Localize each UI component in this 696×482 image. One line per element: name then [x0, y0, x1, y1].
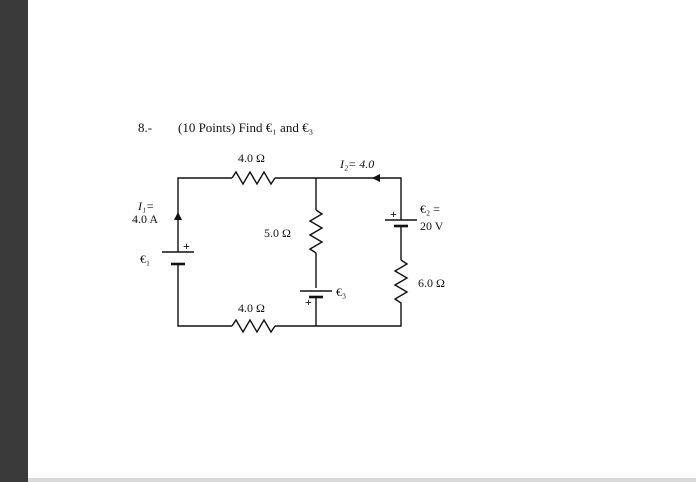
page-bottom-edge — [28, 478, 696, 482]
label-resistor-bottom: 4.0 Ω — [238, 301, 265, 315]
resistor-right — [393, 259, 409, 306]
plus-sign-e1: + — [183, 239, 190, 253]
resistor-top — [231, 170, 276, 186]
bottom-wire — [275, 306, 402, 327]
label-i1-line2: 4.0 A — [132, 212, 159, 226]
label-e2-line1: €₂ = — [420, 202, 440, 216]
label-e2-line2: 20 V — [420, 219, 444, 233]
top-wire — [275, 177, 402, 210]
left-branch-wire — [177, 177, 232, 327]
plus-sign-e2: + — [390, 207, 397, 221]
arrow-i2 — [372, 174, 380, 182]
label-resistor-top: 4.0 Ω — [238, 151, 265, 165]
resistor-middle — [308, 209, 324, 254]
plus-sign-e3: + — [305, 295, 312, 309]
label-resistor-middle: 5.0 Ω — [264, 226, 291, 240]
resistor-bottom — [231, 318, 276, 334]
label-i1-line1: I₁= — [138, 199, 155, 213]
question-number: 8.- — [138, 120, 153, 135]
battery-e1 — [162, 251, 194, 266]
question-text: (10 Points) Find €₁ and €₃ — [178, 120, 314, 135]
label-i2: I₂= 4.0 — [340, 157, 375, 171]
arrow-i1 — [174, 212, 182, 220]
viewer-side-bar — [0, 0, 28, 482]
label-resistor-right: 6.0 Ω — [418, 276, 445, 290]
label-e1: €₁ — [140, 252, 151, 266]
label-e3: €₃ — [336, 285, 347, 299]
